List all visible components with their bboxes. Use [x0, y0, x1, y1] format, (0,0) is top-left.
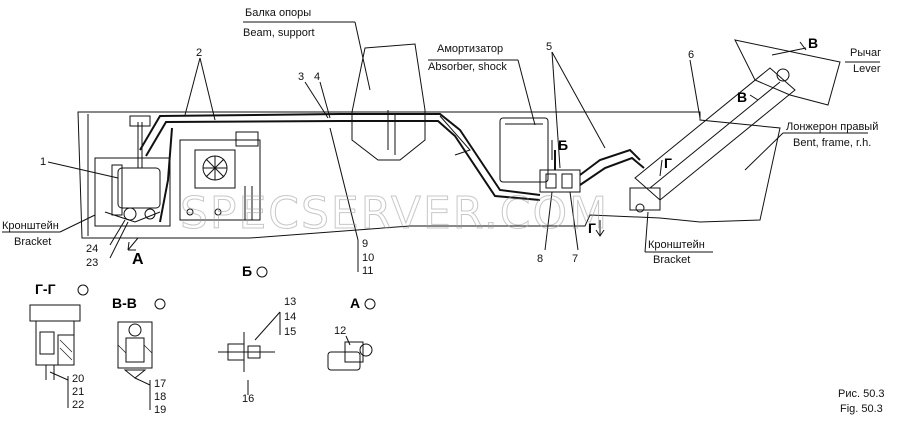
callout-4: 4	[314, 71, 320, 83]
callout-6: 6	[688, 49, 694, 61]
callout-13: 13	[284, 296, 296, 308]
callout-2: 2	[196, 47, 202, 59]
callout-11: 11	[362, 265, 373, 277]
marker-g-lower: Г	[588, 220, 596, 236]
callout-24: 24	[86, 243, 98, 255]
section-g-g	[29, 304, 81, 408]
section-title-a: А	[350, 295, 360, 311]
callout-17: 17	[154, 378, 166, 390]
marker-b: Б	[558, 137, 568, 153]
callout-7: 7	[572, 253, 578, 265]
section-titles: Г-Г В-В Б А	[35, 263, 376, 311]
callout-15: 15	[284, 326, 296, 338]
section-a-circle	[364, 298, 376, 310]
marker-a: А	[132, 251, 144, 268]
shock-absorber	[499, 117, 553, 183]
callout-9: 9	[362, 238, 368, 250]
left-bracket-assembly	[94, 115, 171, 227]
section-v-v	[117, 321, 153, 410]
label-lever-en: Lever	[853, 63, 881, 75]
callout-1: 1	[40, 156, 46, 168]
section-gg-circle	[77, 284, 89, 296]
marker-v-mid: В	[737, 89, 747, 105]
marker-v-top: В	[808, 35, 818, 51]
callout-23: 23	[86, 257, 98, 269]
view-markers: А Б Г Г В В	[132, 35, 818, 268]
callout-8: 8	[537, 253, 543, 265]
annotation-texts: Балка опоры Beam, support Амортизатор Ab…	[2, 7, 881, 266]
leader-lines	[2, 21, 880, 272]
valve-fittings	[539, 148, 645, 193]
figure-caption: Рис. 50.3 Fig. 50.3	[838, 388, 885, 415]
view-a-detail	[327, 335, 373, 371]
callout-numbers: 2 3 4 1 5 6 24 23 9 10 11 8 7 13 14 15 1…	[40, 41, 694, 416]
callout-3: 3	[298, 71, 304, 83]
label-beam-en: Beam, support	[243, 27, 315, 39]
section-title-b: Б	[242, 263, 252, 279]
label-bracket-right-ru: Кронштейн	[648, 239, 705, 251]
label-absorber-en: Absorber, shock	[428, 61, 507, 73]
section-title-vv: В-В	[112, 295, 137, 311]
callout-20: 20	[72, 373, 84, 385]
label-bracket-right-en: Bracket	[653, 254, 690, 266]
callout-14: 14	[284, 311, 296, 323]
watermark: SPECSERVER.COM	[180, 188, 609, 239]
section-b-circle	[256, 266, 268, 278]
callout-22: 22	[72, 399, 84, 411]
lever-cylinder	[629, 67, 796, 213]
label-frame-ru: Лонжерон правый	[786, 121, 878, 133]
beam-support	[351, 43, 426, 161]
label-bracket-left-ru: Кронштейн	[2, 220, 59, 232]
view-arrows	[127, 41, 807, 251]
label-bracket-left-en: Bracket	[14, 236, 51, 248]
callout-19: 19	[154, 404, 166, 416]
callout-16: 16	[242, 393, 254, 405]
callout-21: 21	[72, 386, 84, 398]
section-title-gg: Г-Г	[35, 281, 56, 297]
view-b-detail	[218, 311, 281, 395]
callout-10: 10	[362, 252, 374, 264]
caption-en: Fig. 50.3	[840, 403, 883, 415]
tube-lines	[139, 113, 541, 223]
section-vv-circle	[154, 298, 166, 310]
label-frame-en: Bent, frame, r.h.	[793, 137, 871, 149]
label-lever-ru: Рычаг	[850, 47, 881, 59]
label-absorber-ru: Амортизатор	[437, 43, 503, 55]
callout-18: 18	[154, 391, 166, 403]
label-beam-ru: Балка опоры	[245, 7, 311, 19]
caption-ru: Рис. 50.3	[838, 388, 885, 400]
lever	[734, 39, 841, 106]
callout-5: 5	[546, 41, 552, 53]
frame-outline	[77, 111, 781, 239]
callout-12: 12	[334, 325, 346, 337]
marker-g-upper: Г	[664, 155, 672, 171]
middle-bracket	[179, 131, 261, 221]
